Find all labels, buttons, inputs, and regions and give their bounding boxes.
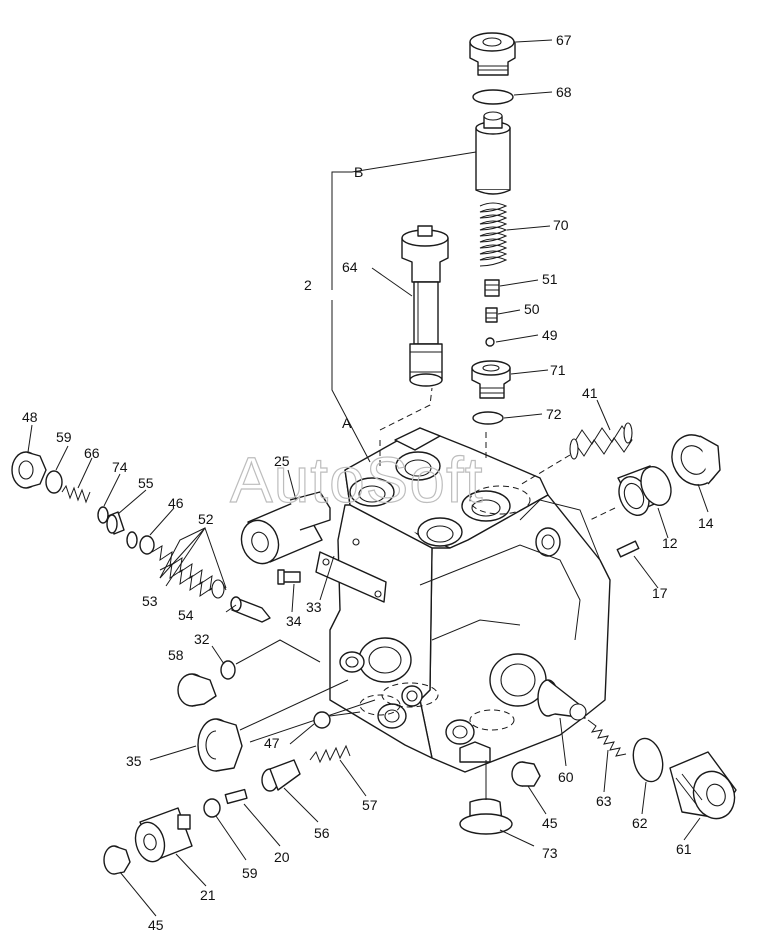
- callout-12: 12: [662, 535, 678, 551]
- part-59-oring-lower: [203, 798, 221, 818]
- part-52-spring-set: [151, 545, 227, 599]
- part-70-spring: [479, 202, 508, 267]
- callout-45-right: 45: [542, 815, 558, 831]
- callout-33: 33: [306, 599, 322, 615]
- callout-61: 61: [676, 841, 692, 857]
- leader-lines: [27, 39, 709, 917]
- part-35-plug: [197, 718, 243, 772]
- part-17-pin: [616, 540, 640, 558]
- callout-67: 67: [556, 32, 572, 48]
- callout-46: 46: [168, 495, 184, 511]
- callout-41: 41: [582, 385, 598, 401]
- callout-50: 50: [524, 301, 540, 317]
- part-12-bearing: [617, 465, 672, 516]
- callout-35: 35: [126, 753, 142, 769]
- callout-55: 55: [138, 475, 154, 491]
- part-45-plug-right: [511, 761, 541, 787]
- callout-56: 56: [314, 825, 330, 841]
- callout-74: 74: [112, 459, 128, 475]
- part-58-plug: [177, 673, 217, 707]
- part-34-screw: [277, 569, 301, 585]
- part-73-cap: [459, 798, 513, 835]
- part-48-plug: [11, 451, 47, 489]
- callout-71: 71: [550, 362, 566, 378]
- part-ring-small: [126, 531, 138, 549]
- callout-59-lower: 59: [242, 865, 258, 881]
- callout-45-left: 45: [148, 917, 164, 933]
- part-71-seat: [471, 360, 511, 399]
- callout-2: 2: [304, 277, 312, 293]
- part-21-bushing: [134, 807, 193, 863]
- callout-54: 54: [178, 607, 194, 623]
- callout-60: 60: [558, 769, 574, 785]
- part-45-plug-left: [103, 845, 131, 875]
- callout-66: 66: [84, 445, 100, 461]
- part-41-spring: [569, 422, 633, 460]
- part-49-ball: [485, 337, 495, 347]
- part-46-washer: [139, 535, 155, 555]
- part-b-spool-sleeve: [475, 111, 511, 195]
- callout-57: 57: [362, 797, 378, 813]
- callout-72: 72: [546, 406, 562, 422]
- part-60-stem: [537, 679, 587, 721]
- part-55-stem: [106, 511, 125, 535]
- callout-34: 34: [286, 613, 302, 629]
- part-66-spring: [61, 484, 91, 504]
- callout-73: 73: [542, 845, 558, 861]
- callout-labels: 67 68 B 70 64 51 2 50 49 71 41 72 A 48 5…: [22, 32, 714, 933]
- part-62-oring: [632, 737, 664, 783]
- callout-17: 17: [652, 585, 668, 601]
- part-32-oring: [220, 660, 236, 680]
- callout-53: 53: [142, 593, 158, 609]
- callout-70: 70: [553, 217, 569, 233]
- part-47-ball: [313, 711, 331, 729]
- part-54-plunger: [230, 596, 271, 623]
- part-64-spool: [401, 225, 449, 387]
- callout-21: 21: [200, 887, 216, 903]
- part-33-gasket: [315, 538, 387, 603]
- part-14-collar: [671, 434, 721, 486]
- callout-b: B: [354, 164, 363, 180]
- callout-64: 64: [342, 259, 358, 275]
- part-72-oring: [472, 411, 504, 425]
- part-67-cap: [469, 32, 516, 76]
- callout-a: A: [342, 415, 352, 431]
- callout-51: 51: [542, 271, 558, 287]
- part-61-plug: [669, 751, 737, 820]
- callout-48: 48: [22, 409, 38, 425]
- part-50-screw: [485, 307, 498, 323]
- callout-52: 52: [198, 511, 214, 527]
- part-57-spring: [309, 744, 351, 764]
- part-63-spring: [587, 719, 627, 757]
- callout-25: 25: [274, 453, 290, 469]
- part-56-plug: [261, 759, 301, 792]
- callout-63: 63: [596, 793, 612, 809]
- callout-68: 68: [556, 84, 572, 100]
- callout-32: 32: [194, 631, 210, 647]
- part-74-ring: [97, 506, 109, 524]
- callout-59-upper: 59: [56, 429, 72, 445]
- part-20-pin: [224, 788, 248, 805]
- callout-47: 47: [264, 735, 280, 751]
- callout-62: 62: [632, 815, 648, 831]
- callout-58: 58: [168, 647, 184, 663]
- part-25-plug: [240, 491, 331, 565]
- watermark-text: AutoSoft: [230, 444, 484, 516]
- callout-49: 49: [542, 327, 558, 343]
- callout-20: 20: [274, 849, 290, 865]
- part-68-oring: [472, 89, 514, 105]
- part-59-oring: [45, 470, 63, 494]
- callout-14: 14: [698, 515, 714, 531]
- part-51-screw: [484, 279, 500, 297]
